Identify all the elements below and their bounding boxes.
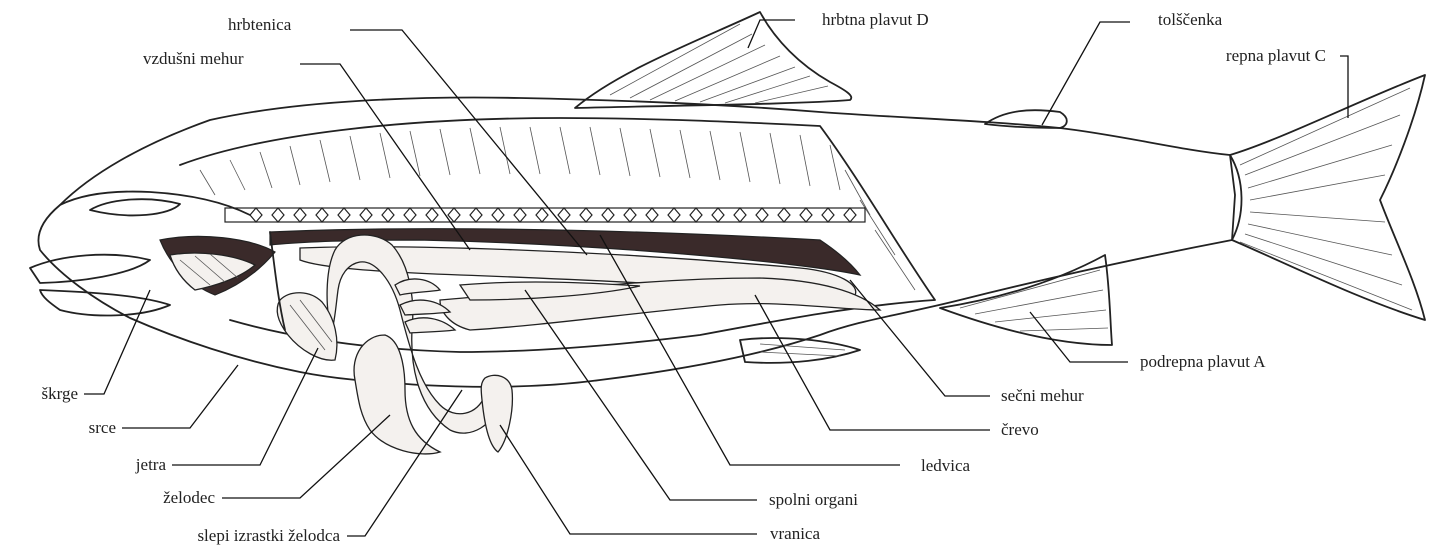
dorsal-fin-rays (610, 24, 828, 103)
gills (160, 236, 275, 295)
label-srce: srce (89, 418, 116, 437)
label-slepi-izrastki: slepi izrastki želodca (197, 526, 340, 545)
label-secni-mehur: sečni mehur (1001, 386, 1084, 405)
label-repna-plavut: repna plavut C (1226, 46, 1326, 65)
label-ledvica: ledvica (921, 456, 971, 475)
fish-illustration (30, 12, 1425, 454)
label-zelodec: želodec (163, 488, 215, 507)
head-skull (60, 192, 250, 215)
label-hrbtna-plavut: hrbtna plavut D (822, 10, 929, 29)
anal-fin (940, 255, 1112, 345)
caudal-fin-rays (1240, 88, 1412, 310)
label-vranica: vranica (770, 524, 820, 543)
lower-jaw (40, 290, 170, 315)
label-spolni-organi: spolni organi (769, 490, 858, 509)
label-hrbtenica: hrbtenica (228, 15, 292, 34)
label-podrepna-plavut: podrepna plavut A (1140, 352, 1266, 371)
label-tolscenka: tolščenka (1158, 10, 1223, 29)
spleen (481, 375, 512, 452)
label-vzdusni-mehur: vzdušni mehur (143, 49, 244, 68)
dorsal-fin (575, 12, 851, 108)
label-skrge: škrge (41, 384, 78, 403)
label-crevo: črevo (1001, 420, 1039, 439)
label-jetra: jetra (135, 455, 167, 474)
eye-socket (90, 199, 180, 215)
pelvic-fin-rays (760, 344, 845, 356)
